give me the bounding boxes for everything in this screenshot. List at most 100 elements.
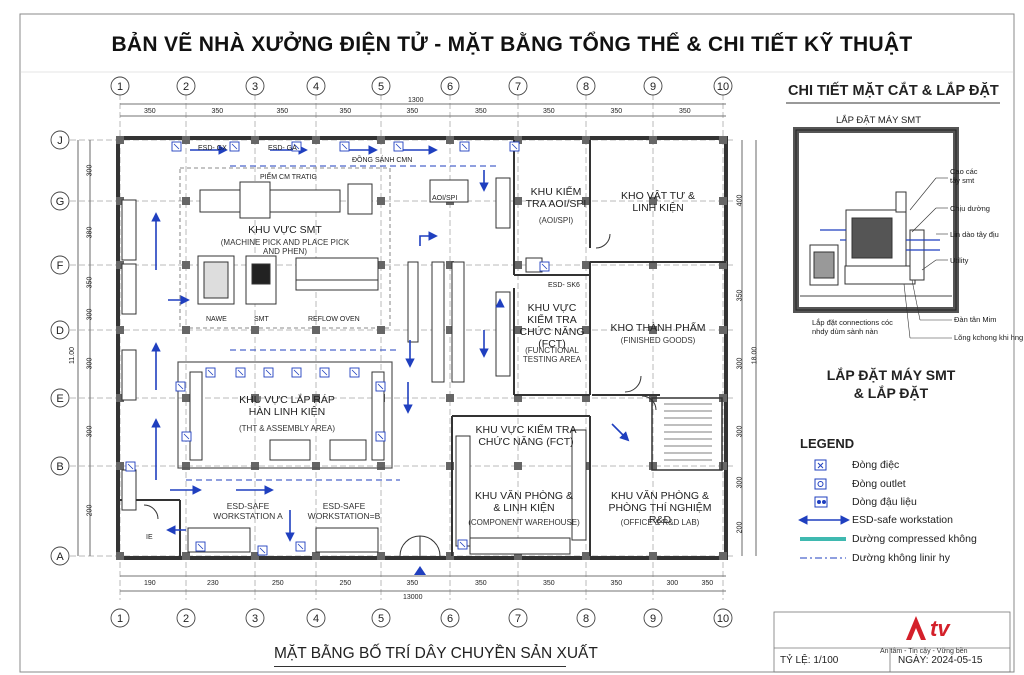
zone-aoi: KHU KIỂM TRA AOI/SPI	[525, 186, 587, 211]
esd-sk-label: ESD- SK6	[548, 282, 580, 289]
structural-column	[116, 136, 124, 144]
structural-column	[514, 326, 522, 334]
grid-col-bottom-7-label: 7	[515, 613, 521, 625]
outlet-symbol-mark	[511, 143, 518, 150]
nawe-label: NAWE	[206, 316, 227, 323]
grid-row-G-label: G	[56, 196, 65, 208]
structural-column	[514, 394, 522, 402]
outlet-symbol-mark	[183, 433, 190, 440]
grid-col-bottom-10-label: 10	[717, 613, 729, 625]
outlet-symbol-mark	[321, 369, 328, 376]
structural-column	[446, 261, 454, 269]
outlet-symbol-mark	[459, 541, 466, 548]
legend-item-1: Đòng điệc	[852, 459, 900, 471]
zone-finished: KHO THÀNH PHẨM	[610, 322, 706, 334]
callout-1: Cao các tây smt	[950, 167, 978, 185]
structural-column	[377, 261, 385, 269]
structural-column	[649, 462, 657, 470]
bottom-dimension: 350	[475, 580, 487, 587]
outlet-symbol-mark	[341, 143, 348, 150]
grid-col-top-5-bubble	[371, 76, 391, 96]
grid-col-bottom-2-label: 2	[183, 613, 189, 625]
outlet-symbol-mark	[377, 383, 384, 390]
detail-title: CHI TIẾT MẶT CẮT & LẮP ĐẶT	[788, 83, 999, 99]
left-dimension: 200	[86, 504, 94, 517]
grid-col-bottom-10-bubble	[713, 608, 733, 628]
structural-column	[116, 552, 124, 560]
bottom-dimension: 350	[701, 580, 714, 587]
grid-col-top-4-bubble	[306, 76, 326, 96]
grid-col-bottom-6-label: 6	[447, 613, 453, 625]
grid-col-top-4-label: 4	[313, 81, 319, 93]
structural-column	[377, 197, 385, 205]
structural-column	[582, 261, 590, 269]
structural-column	[182, 394, 190, 402]
top-dimension: 350	[276, 108, 289, 115]
left-dimension: 300	[86, 357, 94, 370]
grid-col-top-7-label: 7	[515, 81, 521, 93]
structural-column	[514, 261, 522, 269]
grid-col-top-3-label: 3	[252, 81, 258, 93]
detail-caption: LẮP ĐẶT MÁY SMT & LẮP ĐẶT	[826, 367, 956, 402]
structural-column	[582, 197, 590, 205]
grid-row-G-bubble	[50, 191, 70, 211]
left-dimension: 300	[86, 425, 94, 438]
outlet-symbol-mark	[173, 143, 180, 150]
zone-esd-a: ESD-SAFE WORKSTATION A	[213, 501, 283, 521]
callout-3: Lin dào tây địu	[950, 230, 999, 239]
outlet-symbol-mark	[259, 547, 266, 554]
top-dimension: 350	[339, 108, 352, 115]
zone-materials: KHO VẬT TƯ & LINH KIỆN	[621, 190, 695, 215]
ie-label: IE	[146, 534, 153, 541]
structural-column	[719, 394, 727, 402]
grid-col-top-5-label: 5	[378, 81, 384, 93]
right-dimension: 350	[736, 289, 744, 302]
right-dimension: 300	[736, 425, 744, 438]
structural-column	[312, 462, 320, 470]
zone-finished-sub: (FINISHED GOODS)	[620, 336, 696, 345]
grid-col-bottom-3-label: 3	[252, 613, 258, 625]
structural-column	[446, 552, 454, 560]
structural-column	[116, 326, 124, 334]
structural-column	[312, 326, 320, 334]
structural-column	[446, 326, 454, 334]
plan-title: MẶT BẰNG BỐ TRÍ DÂY CHUYỀN SẢN XUẤT	[274, 645, 598, 662]
outlet-symbol-mark	[461, 143, 468, 150]
grid-col-top-3-bubble	[245, 76, 265, 96]
smt-label: SMT	[254, 316, 269, 323]
structural-column	[719, 136, 727, 144]
grid-col-top-2-label: 2	[183, 81, 189, 93]
zone-office-warehouse: KHU VĂN PHÒNG & & LINH KIỆN	[474, 490, 574, 515]
left-dimension: 350	[86, 276, 94, 288]
grid-col-top-8-label: 8	[583, 81, 589, 93]
structural-column	[582, 552, 590, 560]
grid-col-top-6-label: 6	[447, 81, 453, 93]
grid-row-F-label: F	[57, 260, 64, 272]
legend-item-2: Đòng outlet	[852, 478, 906, 490]
grid-col-bottom-9-bubble	[643, 608, 663, 628]
structural-column	[377, 462, 385, 470]
top-dimension: 350	[610, 108, 623, 115]
grid-col-top-1-label: 1	[117, 81, 123, 93]
structural-column	[719, 462, 727, 470]
outlet-symbol-mark	[177, 383, 184, 390]
zone-smt: KHU VỰC SMT	[248, 224, 322, 236]
structural-column	[582, 326, 590, 334]
top-dimension: 350	[679, 108, 691, 115]
outlet-symbol-mark	[297, 543, 304, 550]
legend-item-3: Dòng đậu liệu	[852, 496, 917, 508]
bottom-dimension: 250	[272, 580, 284, 587]
structural-column	[582, 394, 590, 402]
logo: tv	[930, 616, 950, 641]
legend-item-6: Dường không linir hy	[852, 552, 950, 564]
structural-column	[312, 394, 320, 402]
bottom-dimension: 300	[666, 580, 679, 587]
grid-row-E-label: E	[56, 393, 63, 405]
structural-column	[251, 552, 259, 560]
structural-column	[182, 462, 190, 470]
outlet-symbol-mark	[231, 143, 238, 150]
outlet-symbol-mark	[207, 369, 214, 376]
grid-row-D-bubble	[50, 320, 70, 340]
